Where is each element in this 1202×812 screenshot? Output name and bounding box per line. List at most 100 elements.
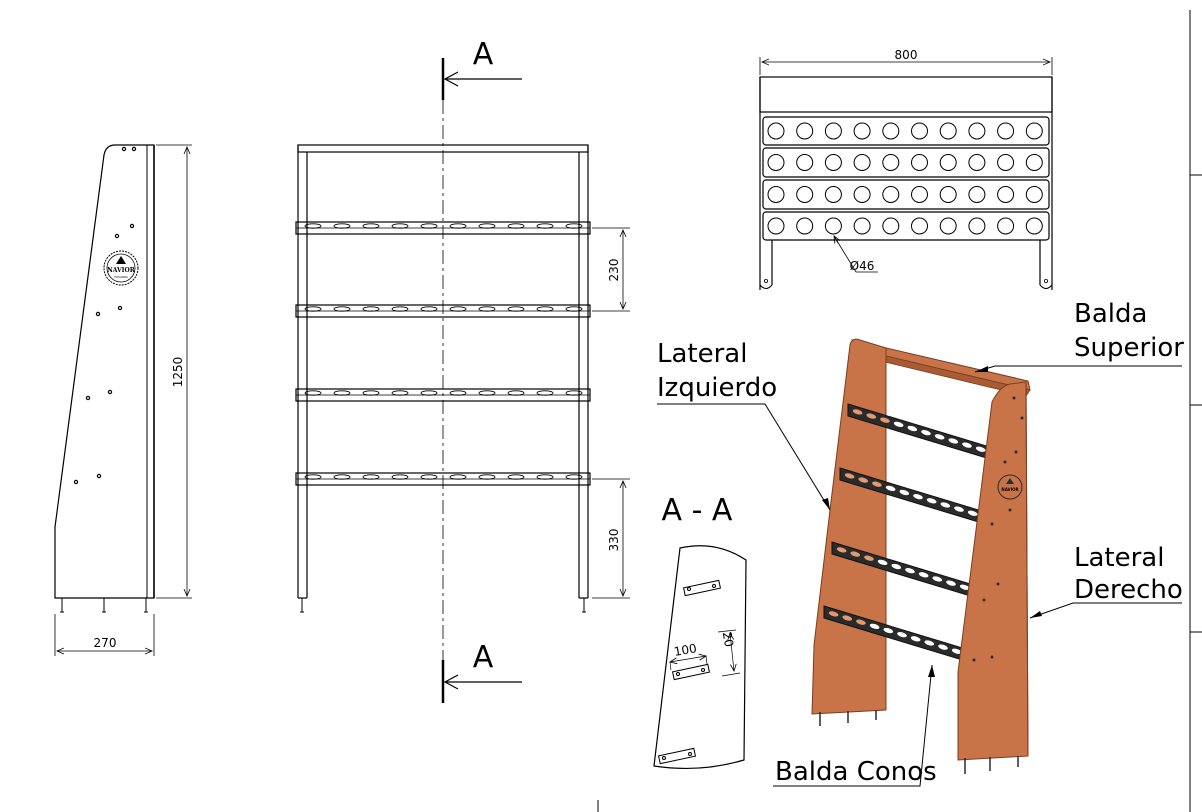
iso-shelves: [823, 403, 994, 663]
label-lateral-izquierdo-2: Izquierdo: [657, 373, 777, 403]
section-letter-top: A: [473, 37, 494, 72]
iso-shelf-hole: [934, 434, 945, 440]
navior-logo-side: NAVIOR TOOLING: [103, 250, 139, 286]
iso-feet: [819, 710, 1019, 774]
front-shelf-hole: [449, 223, 467, 229]
top-shelf-row: [762, 116, 1050, 146]
top-dimensions: [759, 57, 1053, 273]
iso-shelf-hole: [926, 498, 937, 504]
front-shelf-hole: [449, 306, 467, 312]
top-shelf-hole: [911, 217, 928, 235]
top-shelf-hole: [911, 122, 928, 140]
top-shelf-hole: [911, 154, 928, 171]
top-shelf-hole: [882, 154, 900, 171]
top-shelf-hole: [911, 186, 928, 203]
top-shelf-hole: [796, 217, 814, 235]
front-shelf-hole: [478, 306, 496, 312]
isometric-view: NAVIOR: [811, 338, 1031, 774]
top-shelf-hole: [767, 217, 785, 235]
iso-left-panel: [811, 338, 887, 715]
top-shelf-row: [762, 211, 1050, 241]
top-shelf-hole: [939, 122, 957, 140]
top-shelf-hole: [882, 186, 900, 203]
top-shelf-hole: [939, 186, 957, 203]
iso-shelf-hole: [959, 584, 970, 590]
iso-shelf-hole: [858, 477, 869, 483]
front-shelf-hole: [362, 390, 380, 396]
front-shelf-hole: [391, 306, 409, 312]
iso-cone-shelf: [847, 403, 994, 461]
logo-subtitle: TOOLING: [113, 275, 128, 279]
iso-shelf-hole: [907, 425, 918, 432]
iso-logo-name: NAVIOR: [1001, 487, 1018, 492]
section-view: [653, 545, 747, 769]
front-shelf-hole: [420, 390, 438, 396]
iso-shelf-hole: [850, 551, 861, 557]
top-shelf-hole: [939, 154, 957, 171]
front-shelf-hole: [565, 390, 583, 396]
iso-shelf-hole: [842, 615, 853, 621]
logo-name: NAVIOR: [107, 267, 135, 274]
top-shelf-hole: [824, 186, 842, 203]
front-shelf-hole: [449, 474, 467, 480]
top-shelf-hole: [1025, 122, 1043, 140]
iso-cone-shelf: [823, 605, 970, 663]
section-dimensions: [670, 629, 741, 677]
iso-shelf-hole: [864, 555, 874, 561]
dim-hole-diameter: Ø46: [850, 259, 875, 273]
top-shelf-hole: [968, 122, 986, 140]
label-lateral-derecho-2: Derecho: [1074, 575, 1183, 605]
dim-side-height: 1250: [171, 357, 185, 388]
front-shelf-hole: [333, 306, 351, 312]
front-shelf-hole: [536, 474, 554, 480]
iso-shelf-hole: [910, 636, 921, 642]
front-shelf-hole: [478, 390, 496, 396]
iso-shelf-hole: [866, 413, 877, 419]
section-slots: [657, 579, 722, 765]
iso-shelf-hole: [885, 485, 896, 491]
iso-shelf-hole: [905, 568, 915, 574]
front-shelf-hole: [536, 390, 554, 396]
top-shelf-hole: [853, 186, 871, 203]
front-shelf-hole: [304, 223, 322, 229]
side-holes: [73, 146, 137, 485]
front-shelf-hole: [507, 474, 525, 480]
top-shelf-hole: [767, 186, 785, 203]
front-shelf-hole: [449, 390, 467, 396]
front-shelf-hole: [391, 474, 409, 480]
top-shelf-hole: [1025, 186, 1043, 203]
top-shelf-hole: [997, 154, 1015, 171]
front-shelf-hole: [565, 223, 583, 229]
section-title: A - A: [662, 493, 733, 528]
front-shelf-hole: [420, 306, 438, 312]
top-shelves: [762, 116, 1050, 241]
front-shelf-hole: [362, 223, 380, 229]
iso-shelf-hole: [828, 611, 839, 617]
front-shelf-hole: [391, 223, 409, 229]
iso-right-holes: [972, 396, 1024, 662]
iso-shelf-hole: [975, 446, 986, 452]
top-shelf-hole: [968, 154, 986, 171]
iso-shelf-hole: [932, 576, 943, 582]
top-shelf-hole: [767, 154, 785, 171]
dim-shelf-spacing: 230: [607, 259, 621, 282]
front-shelf-hole: [536, 223, 554, 229]
front-shelf-hole: [362, 306, 380, 312]
top-shelf-hole: [939, 217, 957, 235]
dim-slot-width: 20: [720, 631, 736, 648]
iso-shelf-hole: [938, 644, 948, 650]
front-shelf-hole: [420, 474, 438, 480]
side-feet: [60, 598, 148, 613]
front-shelf-hole: [478, 223, 496, 229]
iso-shelf-hole: [844, 473, 855, 479]
iso-shelf-hole: [836, 547, 847, 553]
iso-shelf-hole: [872, 481, 882, 487]
side-dimensions: [54, 144, 192, 656]
label-lateral-derecho-1: Lateral: [1074, 543, 1164, 573]
iso-shelf-hole: [883, 627, 894, 634]
top-shelf-hole: [824, 217, 842, 235]
front-shelf-hole: [565, 474, 583, 480]
top-shelf-hole: [767, 122, 785, 140]
front-shelf-hole: [507, 306, 525, 312]
